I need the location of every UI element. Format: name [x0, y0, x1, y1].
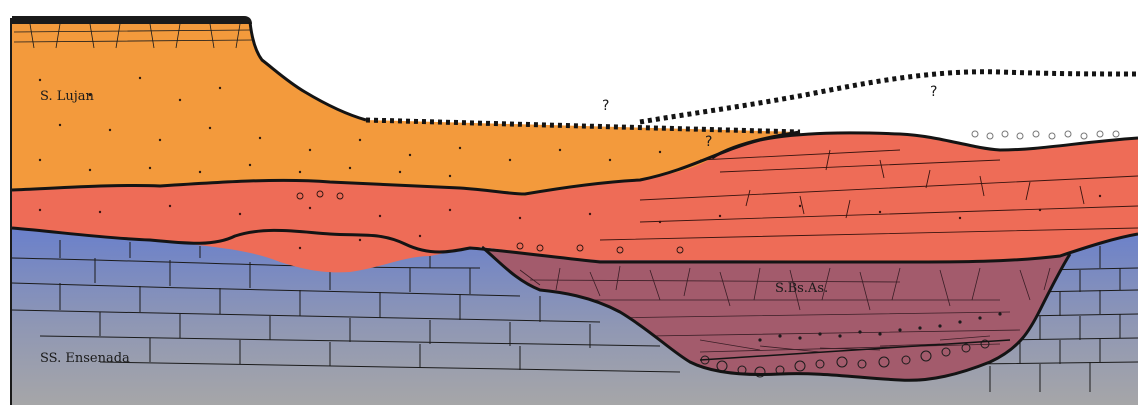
uncertainty-mark-3: ?: [930, 84, 937, 100]
top-soil-black-cap: [12, 16, 252, 24]
unit-label-bsas: S.Bs.As.: [775, 281, 828, 296]
surface-gravel: [972, 131, 1119, 139]
unit-label-ensenada: SS. Ensenada: [40, 351, 130, 366]
uncertainty-mark-1: ?: [602, 98, 609, 114]
inferred-surface: [366, 72, 1138, 132]
uncertainty-mark-2: ?: [705, 134, 712, 150]
unit-label-lujan: S. Lujan: [40, 89, 94, 104]
